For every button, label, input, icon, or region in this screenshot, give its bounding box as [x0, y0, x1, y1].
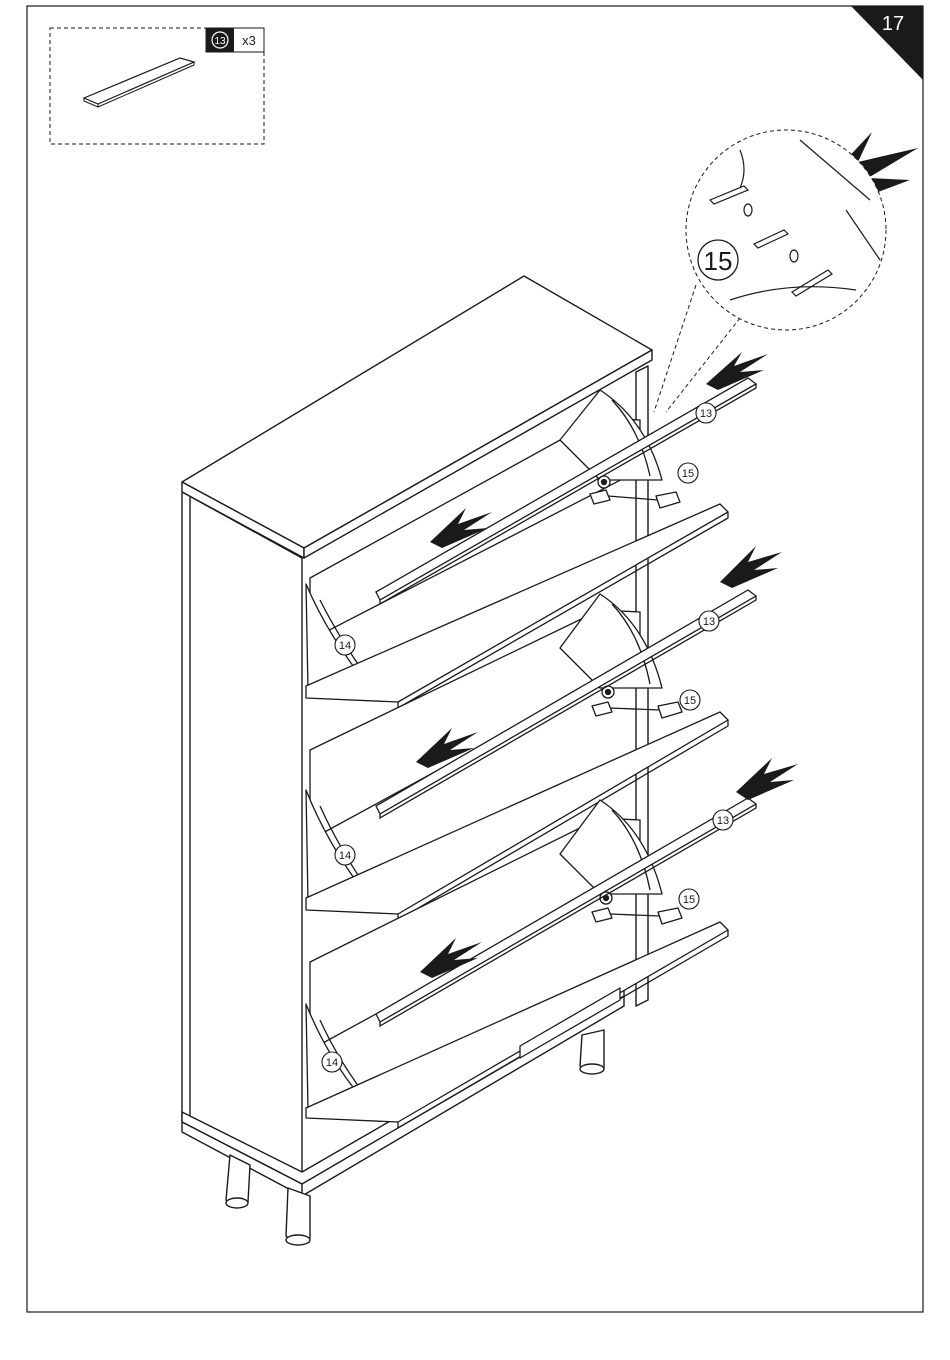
detail-part-label: 15 — [704, 246, 733, 276]
callout-14-label: 14 — [326, 1057, 338, 1069]
rail-board-icon — [84, 58, 194, 104]
callout-13: 13 — [699, 611, 719, 631]
callout-13-label: 13 — [703, 616, 715, 628]
callout-13: 13 — [713, 810, 733, 830]
callout-15-label: 15 — [684, 695, 696, 707]
callout-14: 14 — [335, 635, 355, 655]
callout-13: 13 — [696, 403, 716, 423]
insert-arrow-icon — [720, 546, 782, 588]
parts-box-part-number: 13 — [214, 36, 226, 47]
callout-15-label: 15 — [683, 894, 695, 906]
callout-15: 15 — [678, 463, 698, 483]
callout-13-label: 13 — [700, 408, 712, 420]
insert-arrow-icon — [736, 758, 798, 800]
callout-14-label: 14 — [339, 640, 351, 652]
callout-14: 14 — [335, 845, 355, 865]
callout-14-label: 14 — [339, 850, 351, 862]
callout-14: 14 — [322, 1052, 342, 1072]
parts-box-quantity: x3 — [242, 33, 256, 48]
callout-15: 15 — [679, 889, 699, 909]
parts-box: 13 x3 — [50, 28, 264, 144]
callout-13-label: 13 — [717, 815, 729, 827]
callout-15: 15 — [680, 690, 700, 710]
step-badge: 17 — [851, 6, 923, 80]
detail-view: 15 — [654, 130, 886, 412]
callout-15-label: 15 — [682, 468, 694, 480]
step-number: 17 — [882, 13, 904, 35]
